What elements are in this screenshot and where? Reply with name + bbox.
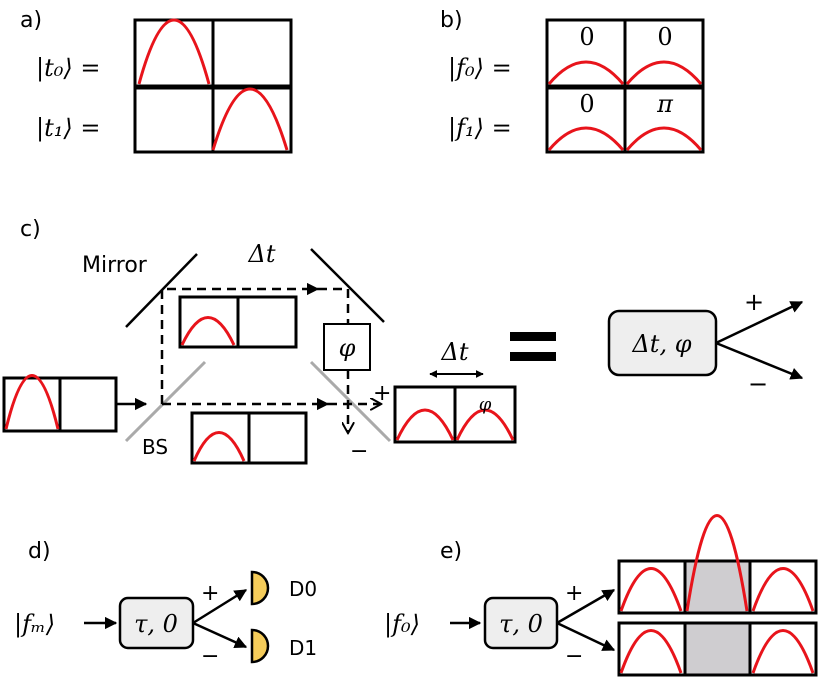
panel-a-label: a) <box>20 8 42 33</box>
f1-phase-early: 0 <box>579 90 594 118</box>
gate-plus-arrow <box>715 300 804 345</box>
port-minus: − <box>350 439 368 464</box>
beam-splitter-right <box>309 360 392 443</box>
output-pulse-box: Δt φ <box>393 338 517 444</box>
port-plus: + <box>373 381 391 406</box>
f0-phase-early: 0 <box>579 23 594 51</box>
short-arm-pulse-box <box>190 411 308 465</box>
pulse-output-early <box>395 408 455 441</box>
gate-minus-label: − <box>748 370 768 398</box>
pulse-t1-late <box>211 87 289 151</box>
gate-label: Δt, φ <box>631 330 691 358</box>
d-gate-label: τ, 0 <box>134 610 178 638</box>
e-minus-arrow <box>556 621 616 652</box>
long-arm-path <box>160 282 320 404</box>
e-minus-label: − <box>565 644 583 669</box>
e-plus-pulse-center <box>685 514 749 612</box>
state-f1-box: 0 π <box>545 86 705 154</box>
mirror-label: Mirror <box>82 253 148 278</box>
pulse-f0-late <box>625 60 703 85</box>
e-plus-pulse-left <box>619 567 683 612</box>
pulse-output-late <box>455 408 515 441</box>
e-output-constructive <box>617 514 818 615</box>
delay-label: Δt <box>248 240 276 268</box>
e-gate-label: τ, 0 <box>499 610 543 638</box>
pulse-long-arm <box>180 316 236 346</box>
beam-splitter-left <box>124 360 207 443</box>
panel-e: e) |f₀⟩ τ, 0 + − <box>384 514 818 677</box>
phase-shifter: φ <box>323 323 371 371</box>
e-minus-pulse-left <box>619 629 683 674</box>
e-plus-pulse-right <box>751 567 815 612</box>
gate-plus-label: + <box>744 288 764 316</box>
pulse-input <box>4 374 60 430</box>
pulse-f0-early <box>547 60 625 85</box>
ket-t1: |t₁⟩ = <box>36 114 100 143</box>
ket-f0: |f₀⟩ = <box>448 54 512 83</box>
panel-a: a) |t₀⟩ = |t₁⟩ = <box>20 8 293 154</box>
ket-f1: |f₁⟩ = <box>448 114 512 143</box>
panel-d-label: d) <box>28 539 51 564</box>
e-gate: τ, 0 <box>483 596 559 650</box>
detector-d0-label: D0 <box>289 577 317 601</box>
gate-minus-arrow <box>715 341 804 380</box>
input-ket-f0: |f₀⟩ <box>384 610 420 639</box>
input-pulse-box <box>2 374 118 433</box>
e-plus-label: + <box>565 581 583 606</box>
mirror-right <box>310 248 385 323</box>
detector-d0-icon <box>250 570 270 606</box>
pulse-f1-late <box>625 126 703 151</box>
e-output-destructive <box>617 621 818 677</box>
d-minus-label: − <box>201 644 219 669</box>
d-minus-arrow <box>192 621 248 649</box>
f0-phase-late: 0 <box>657 23 672 51</box>
panel-b-label: b) <box>440 8 463 33</box>
detector-d1-icon <box>250 628 270 664</box>
e-plus-arrow <box>556 588 616 625</box>
panel-c: c) Mirror Δt <box>2 217 804 465</box>
panel-e-label: e) <box>440 539 462 564</box>
state-t1-box <box>133 86 293 154</box>
state-t0-box <box>133 18 293 88</box>
state-f0-box: 0 0 <box>545 18 705 88</box>
detector-d1-label: D1 <box>289 636 317 660</box>
interferometer-gate: Δt, φ <box>607 309 718 377</box>
long-arm-return <box>318 287 350 324</box>
equals-sign <box>510 332 556 361</box>
output-delay-label: Δt <box>441 338 469 366</box>
d-gate: τ, 0 <box>118 596 195 650</box>
panel-c-label: c) <box>20 217 41 242</box>
d-plus-arrow <box>192 588 248 625</box>
pulse-short-arm <box>192 431 246 462</box>
input-ket-fm: |fₘ⟩ <box>14 610 55 639</box>
ket-t0: |t₀⟩ = <box>36 54 100 83</box>
f1-phase-late: π <box>656 90 674 118</box>
bs-label: BS <box>142 435 168 459</box>
output-phase-label: φ <box>479 394 492 415</box>
panel-d: d) |fₘ⟩ τ, 0 + − D0 D1 <box>14 539 317 669</box>
long-arm-pulse-box <box>178 295 298 349</box>
panel-b: b) |f₀⟩ = |f₁⟩ = 0 0 0 π <box>440 8 705 154</box>
pulse-f1-early <box>547 126 625 151</box>
pulse-t0-early <box>137 18 211 85</box>
phase-symbol: φ <box>339 334 356 362</box>
e-minus-pulse-right <box>751 629 815 674</box>
d-plus-label: + <box>201 581 219 606</box>
